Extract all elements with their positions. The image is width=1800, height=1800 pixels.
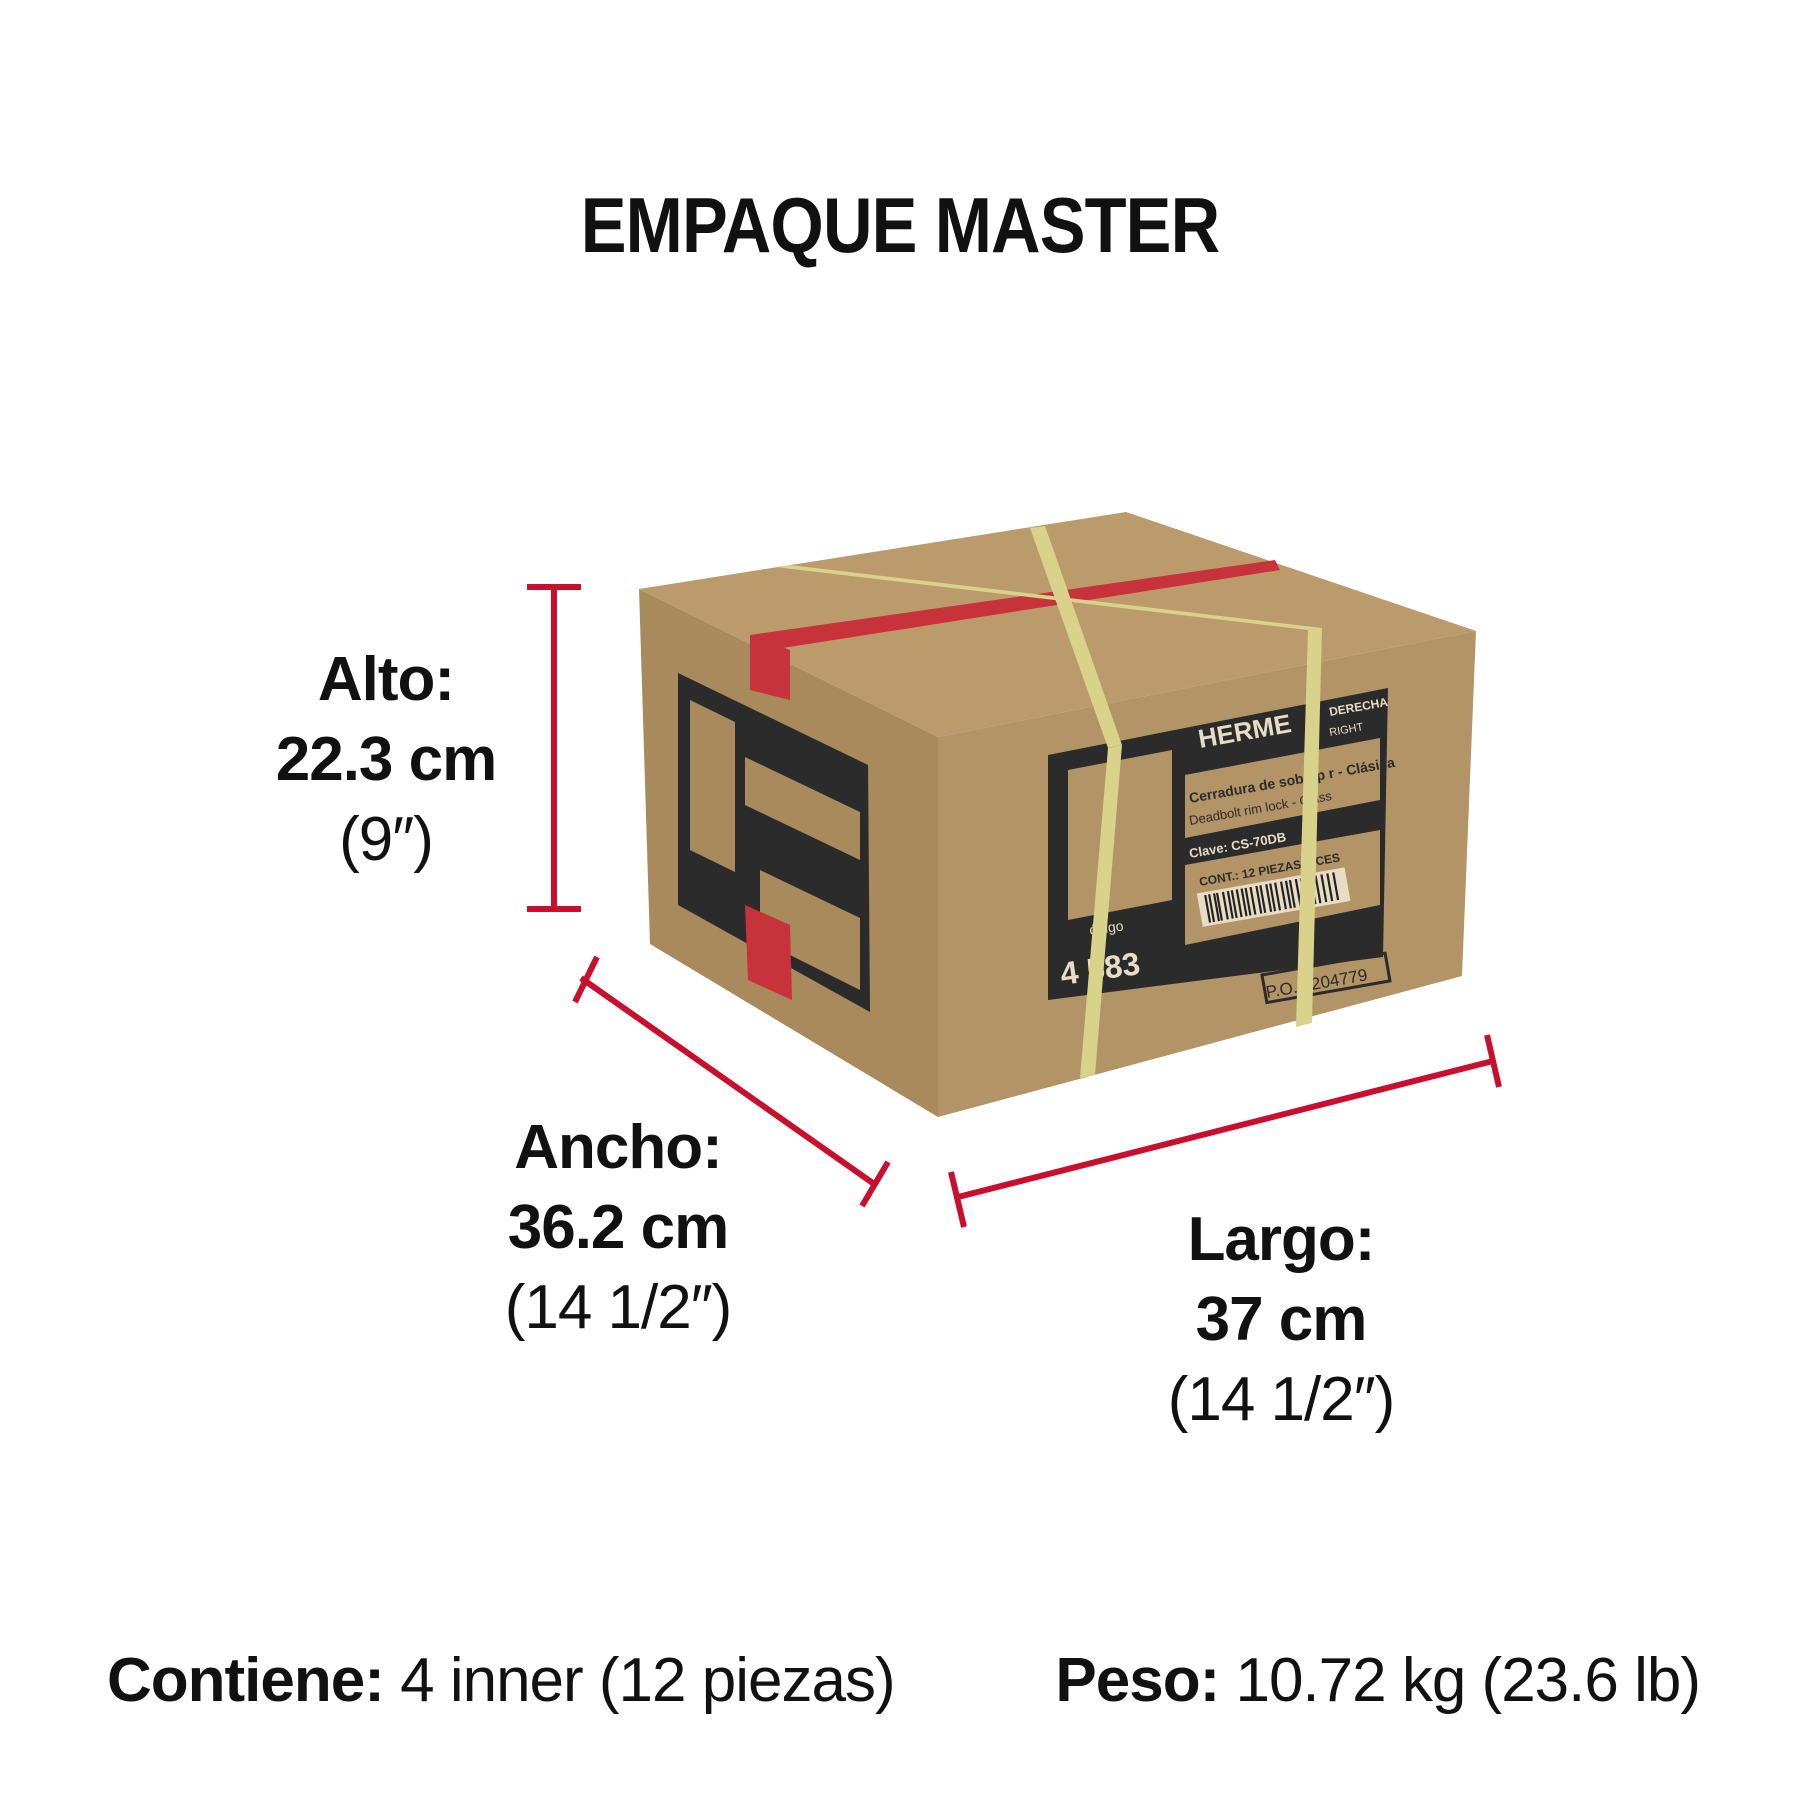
red-tape (750, 560, 1280, 650)
width-imperial: (14 1/2″) (504, 1273, 733, 1342)
length-dimension-line (948, 1034, 1502, 1228)
length-imperial: (14 1/2″) (1167, 1365, 1396, 1434)
page-title: EMPAQUE MASTER (580, 181, 1220, 269)
length-metric: 37 cm (1195, 1285, 1368, 1354)
height-label: Alto: (317, 645, 455, 714)
contents-value: 4 inner (12 piezas) (400, 1646, 895, 1715)
width-label: Ancho: (514, 1113, 723, 1182)
contents-label: Contiene: (107, 1646, 385, 1715)
height-imperial: (9″) (339, 805, 434, 874)
height-dimension: Alto: 22.3 cm (9″) (186, 640, 586, 880)
box-side-en: RIGHT (1328, 721, 1364, 739)
strap-front (1296, 628, 1322, 1027)
width-dimension: Ancho: 36.2 cm (14 1/2″) (418, 1108, 818, 1348)
height-dimension-line (527, 584, 581, 912)
width-metric: 36.2 cm (507, 1193, 730, 1262)
length-label: Largo: (1187, 1205, 1376, 1274)
strap-top (775, 565, 1322, 630)
weight-info: Peso: 10.72 kg (23.6 lb) (1055, 1645, 1701, 1716)
weight-label: Peso: (1055, 1646, 1220, 1715)
contents-info: Contiene: 4 inner (12 piezas) (107, 1645, 896, 1716)
strap-diagonal (1030, 526, 1122, 748)
length-dimension: Largo: 37 cm (14 1/2″) (1081, 1200, 1481, 1440)
weight-value: 10.72 kg (23.6 lb) (1235, 1646, 1701, 1715)
width-dimension-line (572, 955, 891, 1208)
height-metric: 22.3 cm (275, 725, 498, 794)
